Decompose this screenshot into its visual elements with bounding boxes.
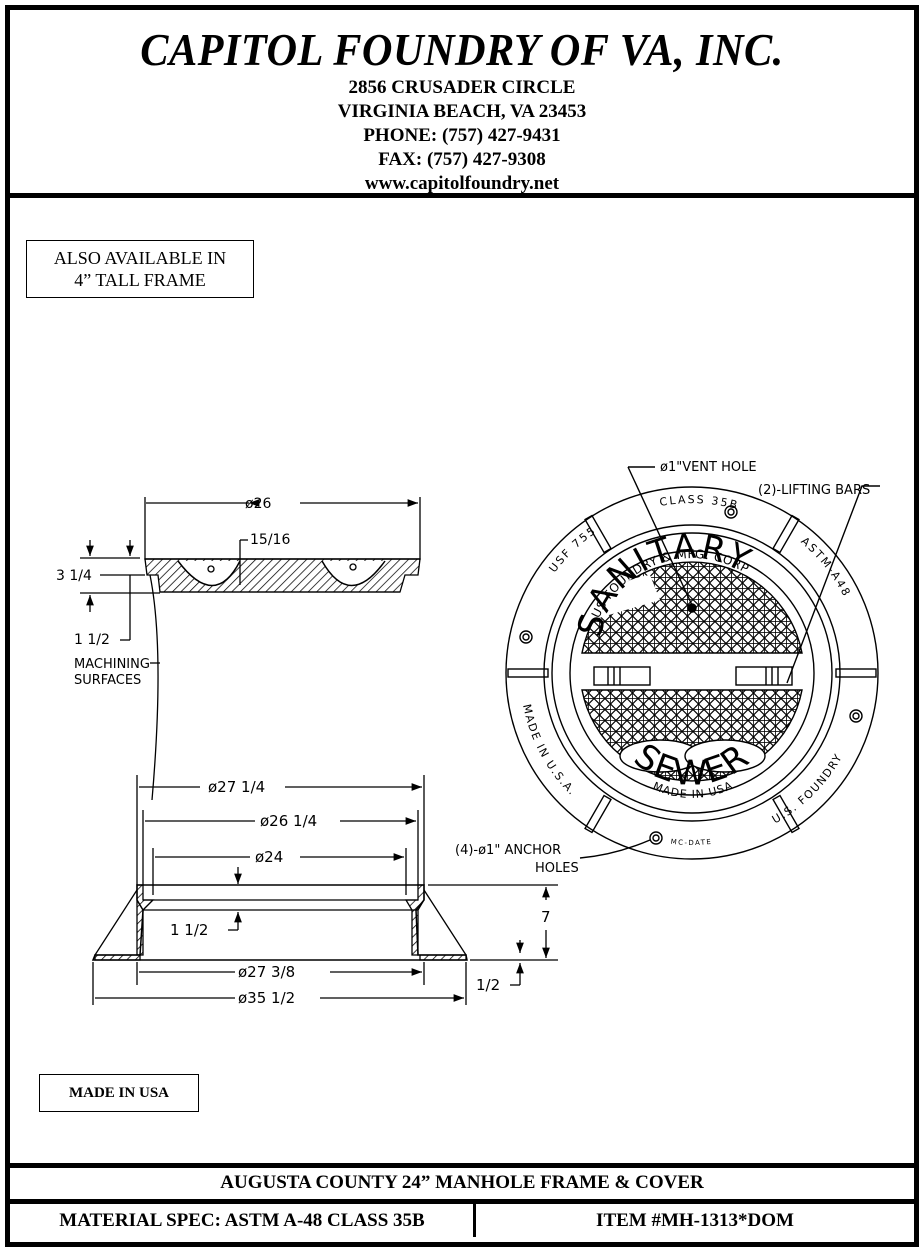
also-available-line1: ALSO AVAILABLE IN — [53, 248, 227, 268]
cover-thickness-label: 15/16 — [250, 532, 290, 548]
frame-flange-label: 1/2 — [476, 976, 500, 994]
phone: PHONE: (757) 427-9431 — [363, 125, 561, 146]
frame-seat-depth-label: 1 1/2 — [170, 921, 208, 939]
item-number: ITEM #MH-1313*DOM — [596, 1210, 794, 1231]
anchor-holes-label-2: HOLES — [535, 861, 579, 876]
ring-text-bottom: MC-DATE — [670, 838, 711, 847]
anchor-holes-label-1: (4)-ø1" ANCHOR — [455, 843, 561, 858]
machining-label-2: SURFACES — [74, 673, 141, 688]
frame-section-view: ø27 1/4 ø26 1/4 ø24 1 1/2 7 1/2 — [91, 775, 558, 1007]
svg-text:MC-DATE: MC-DATE — [670, 838, 712, 847]
footer-divider-top — [10, 1163, 914, 1168]
lifting-bar-left — [593, 666, 651, 686]
anchor-holes — [519, 505, 863, 845]
fax: FAX: (757) 427-9308 — [378, 149, 546, 170]
cover-height-label: 3 1/4 — [56, 568, 92, 584]
company-header: CAPITOL FOUNDRY OF VA, INC. 2856 CRUSADE… — [10, 10, 914, 194]
frame-base-inner-label: ø27 3/8 — [238, 963, 295, 981]
ring-text-lower-right: U.S. FOUNDRY — [770, 751, 844, 826]
product-title: AUGUSTA COUNTY 24” MANHOLE FRAME & COVER — [220, 1172, 704, 1193]
cover-section-view: ø26 15/16 3 1/4 1 1/2 MACHINING SURFACES — [56, 496, 421, 801]
lifting-bar-right — [735, 666, 793, 686]
frame-seat-label: ø26 1/4 — [260, 812, 317, 830]
website[interactable]: www.capitolfoundry.net — [364, 173, 560, 194]
address-line2: VIRGINIA BEACH, VA 23453 — [337, 101, 587, 122]
vent-hole-label: ø1"VENT HOLE — [660, 460, 757, 475]
also-available-line2: 4” TALL FRAME — [74, 270, 206, 290]
frame-height-label: 7 — [541, 908, 551, 926]
svg-text:USF 755: USF 755 — [547, 524, 600, 575]
cover-plan-view: USF 755 CLASS 35B ASTM-A48 MADE IN U.S.A… — [455, 460, 880, 876]
page-border — [5, 5, 919, 1247]
frame-base-outer-label: ø35 1/2 — [238, 989, 295, 1007]
svg-text:MADE IN U.S.A.: MADE IN U.S.A. — [520, 703, 579, 798]
frame-ribs — [507, 514, 877, 834]
cover-diameter-label: ø26 — [245, 496, 271, 512]
machining-label-1: MACHINING — [74, 657, 150, 672]
footer-column-divider — [473, 1204, 476, 1237]
vent-hole — [687, 603, 697, 613]
ring-text-top: CLASS 35B — [659, 493, 739, 512]
address-line1: 2856 CRUSADER CIRCLE — [348, 77, 576, 98]
ring-text-left: USF 755 — [547, 524, 598, 575]
svg-text:U.S. FOUNDRY: U.S. FOUNDRY — [770, 751, 845, 826]
made-in-usa-note: MADE IN USA — [39, 1074, 199, 1112]
material-spec: MATERIAL SPEC: ASTM A-48 CLASS 35B — [59, 1210, 425, 1231]
header-divider — [10, 193, 914, 198]
ring-text-lower-left: MADE IN U.S.A. — [520, 703, 578, 798]
also-available-note: ALSO AVAILABLE IN 4” TALL FRAME — [26, 240, 254, 298]
footer-divider-middle — [10, 1199, 914, 1204]
frame-outer-rim — [505, 486, 879, 860]
company-name: CAPITOL FOUNDRY OF VA, INC. — [140, 24, 784, 75]
cover-lip-label: 1 1/2 — [74, 632, 110, 648]
frame-outer-top-label: ø27 1/4 — [208, 778, 265, 796]
svg-text:CLASS 35B: CLASS 35B — [659, 493, 741, 512]
frame-opening-label: ø24 — [255, 848, 283, 866]
lifting-bars-label: (2)-LIFTING BARS — [758, 483, 870, 498]
